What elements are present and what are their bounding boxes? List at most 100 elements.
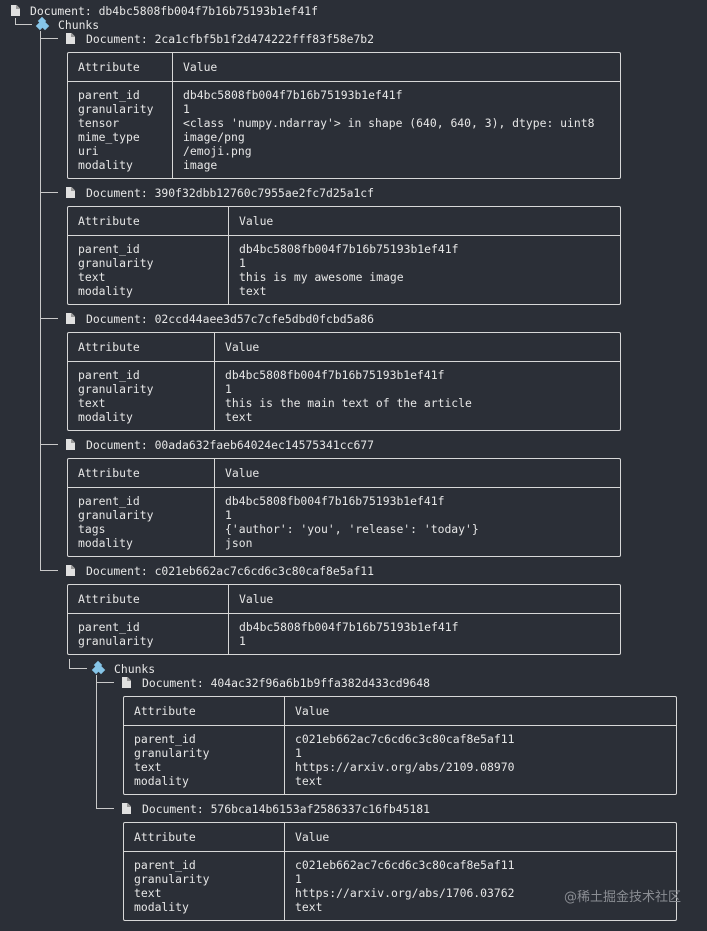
document-label: Document: 00ada632faeb64024ec14575341cc6… (86, 438, 375, 452)
attr-name: modality (78, 158, 133, 172)
attr-value: image (183, 158, 218, 172)
attr-value: https://arxiv.org/abs/1706.03762 (295, 886, 515, 900)
tree-line (96, 682, 114, 683)
attr-name: parent_id (134, 732, 196, 746)
attr-value: db4bc5808fb004f7b16b75193b1ef41f (183, 88, 403, 102)
document-icon (66, 565, 75, 576)
attr-value: 1 (295, 872, 302, 886)
chunks-icon (35, 16, 50, 31)
attr-name: modality (78, 536, 133, 550)
attr-name: granularity (134, 746, 210, 760)
attr-name: parent_id (134, 858, 196, 872)
value-header: Value (295, 830, 330, 844)
tree-line (40, 38, 58, 39)
attribute-table: Attribute Value parent_id db4bc5808fb004… (67, 458, 621, 557)
attr-value: /emoji.png (183, 144, 252, 158)
attr-value: this is the main text of the article (225, 396, 472, 410)
document-label: Document: c021eb662ac7c6cd6c3c80caf8e5af… (86, 564, 375, 578)
attr-value: db4bc5808fb004f7b16b75193b1ef41f (225, 494, 445, 508)
document-label: Document: 576bca14b6153af2586337c16fb451… (142, 802, 431, 816)
attribute-table: Attribute Value parent_id c021eb662ac7c6… (123, 822, 677, 921)
attribute-header: Attribute (134, 830, 196, 844)
attr-name: granularity (78, 102, 154, 116)
watermark: @稀土掘金技术社区 (563, 890, 681, 905)
attr-value: json (225, 536, 253, 550)
document-icon (66, 439, 75, 450)
attribute-table: Attribute Value parent_id db4bc5808fb004… (67, 584, 621, 655)
tree-line (96, 675, 97, 808)
attr-name: mime_type (78, 130, 140, 144)
document-label: Document: 390f32dbb12760c7955ae2fc7d25a1… (86, 186, 375, 200)
attr-value: text (295, 774, 323, 788)
attr-name: tags (78, 522, 106, 536)
attr-value: text (295, 900, 323, 914)
attr-value: text (225, 410, 253, 424)
attribute-header: Attribute (78, 340, 140, 354)
attr-name: uri (78, 144, 99, 158)
attribute-header: Attribute (78, 60, 140, 74)
attr-value: image/png (183, 130, 245, 144)
attr-value: db4bc5808fb004f7b16b75193b1ef41f (239, 242, 459, 256)
tree-line (40, 192, 58, 193)
document-icon (66, 313, 75, 324)
tree-line (69, 659, 70, 668)
tree-line (40, 444, 58, 445)
value-header: Value (239, 592, 274, 606)
attr-value: 1 (225, 508, 232, 522)
attribute-header: Attribute (78, 592, 140, 606)
value-header: Value (295, 704, 330, 718)
document-icon (122, 803, 131, 814)
tree-line (40, 31, 41, 570)
value-header: Value (225, 340, 260, 354)
attr-value: https://arxiv.org/abs/2109.08970 (295, 760, 515, 774)
attr-name: parent_id (78, 620, 140, 634)
attr-value: 1 (239, 634, 246, 648)
attribute-header: Attribute (78, 466, 140, 480)
document-label: Document: 2ca1cfbf5b1f2d474222fff83f58e7… (86, 32, 375, 46)
attr-name: granularity (78, 508, 154, 522)
attr-value: {'author': 'you', 'release': 'today'} (225, 522, 479, 536)
attr-value: db4bc5808fb004f7b16b75193b1ef41f (225, 368, 445, 382)
attr-name: parent_id (78, 368, 140, 382)
attr-name: text (78, 396, 106, 410)
nested-chunks-label: Chunks (114, 662, 156, 676)
tree-line (69, 668, 87, 669)
attr-name: parent_id (78, 242, 140, 256)
tree-line (96, 808, 114, 809)
tree-line (15, 18, 16, 24)
attr-name: parent_id (78, 494, 140, 508)
value-header: Value (183, 60, 218, 74)
attr-name: modality (134, 900, 189, 914)
attr-value: c021eb662ac7c6cd6c3c80caf8e5af11 (295, 858, 515, 872)
attribute-table: Attribute Value parent_id c021eb662ac7c6… (123, 696, 677, 795)
attr-name: modality (134, 774, 189, 788)
value-header: Value (225, 466, 260, 480)
attr-value: <class 'numpy.ndarray'> in shape (640, 6… (183, 116, 595, 130)
attribute-header: Attribute (134, 704, 196, 718)
document-icon (66, 33, 75, 44)
attr-name: granularity (134, 872, 210, 886)
attr-value: 1 (239, 256, 246, 270)
chunks-icon (91, 660, 106, 675)
attribute-table: Attribute Value parent_id db4bc5808fb004… (67, 206, 621, 305)
attr-value: 1 (225, 382, 232, 396)
attr-value: 1 (183, 102, 190, 116)
attr-value: text (239, 284, 267, 298)
document-icon (66, 187, 75, 198)
tree-line (40, 570, 58, 571)
attr-name: parent_id (78, 88, 140, 102)
attr-value: this is my awesome image (239, 270, 404, 284)
attribute-table: Attribute Value parent_id db4bc5808fb004… (67, 52, 621, 179)
tree-line (40, 318, 58, 319)
document-label: Document: 404ac32f96a6b1b9ffa382d433cd96… (142, 676, 431, 690)
attr-value: c021eb662ac7c6cd6c3c80caf8e5af11 (295, 732, 515, 746)
attribute-table: Attribute Value parent_id db4bc5808fb004… (67, 332, 621, 431)
attr-name: modality (78, 410, 133, 424)
attr-name: text (134, 886, 162, 900)
attr-name: granularity (78, 634, 154, 648)
document-icon (122, 677, 131, 688)
attribute-header: Attribute (78, 214, 140, 228)
document-label: Document: 02ccd44aee3d57c7cfe5dbd0fcbd5a… (86, 312, 375, 326)
attr-name: tensor (78, 116, 120, 130)
attr-name: text (78, 270, 106, 284)
